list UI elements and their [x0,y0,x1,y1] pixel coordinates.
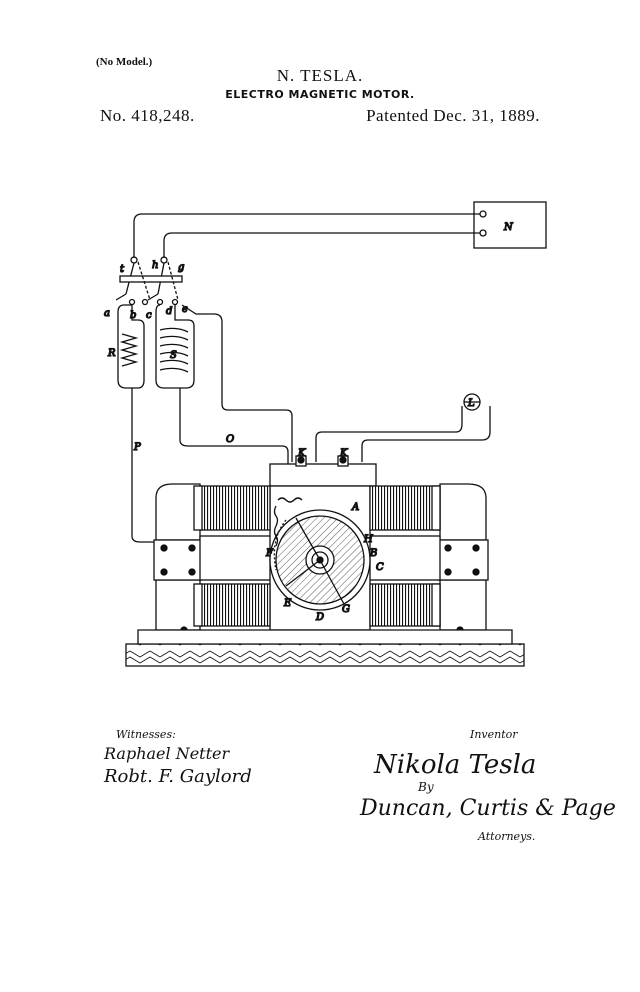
label-H: H [363,534,373,545]
label-B: B [369,548,377,559]
by-label: By [418,780,434,794]
label-O: O [226,434,234,445]
label-A: A [351,502,359,513]
witness-2-signature: Robt. F. Gaylord [104,766,252,787]
label-a: a [104,308,110,319]
self-induction-coil-S [156,305,194,388]
witnesses-heading: Witnesses: [116,728,176,741]
attorneys-label: Attorneys. [478,830,535,843]
label-F: F [265,548,274,559]
witness-1-signature: Raphael Netter [104,744,229,763]
wooden-base [126,630,524,666]
label-P: P [133,442,141,453]
inventor-heading: Inventor [470,728,518,741]
attorney-signature: Duncan, Curtis & Page [360,796,616,821]
label-g: g [178,262,184,273]
armature [270,510,370,610]
label-K: K [297,448,306,459]
label-G: G [342,604,350,615]
switch-assembly [116,257,182,305]
terminal-block [270,456,376,486]
wire-O [180,388,288,470]
wire-e [182,305,292,462]
label-c: c [146,310,152,321]
label-N: N [503,222,514,233]
label-L: L [467,398,475,409]
label-R: R [107,348,116,359]
supply-wires [134,214,480,258]
label-t: t [120,264,125,275]
label-C: C [376,562,384,573]
label-d: d [166,306,172,317]
label-E: E [283,598,292,609]
label-K2: K [339,448,348,459]
inventor-signature: Nikola Tesla [374,750,536,780]
label-S: S [170,350,177,361]
label-h: h [152,260,158,271]
label-D: D [315,612,324,623]
